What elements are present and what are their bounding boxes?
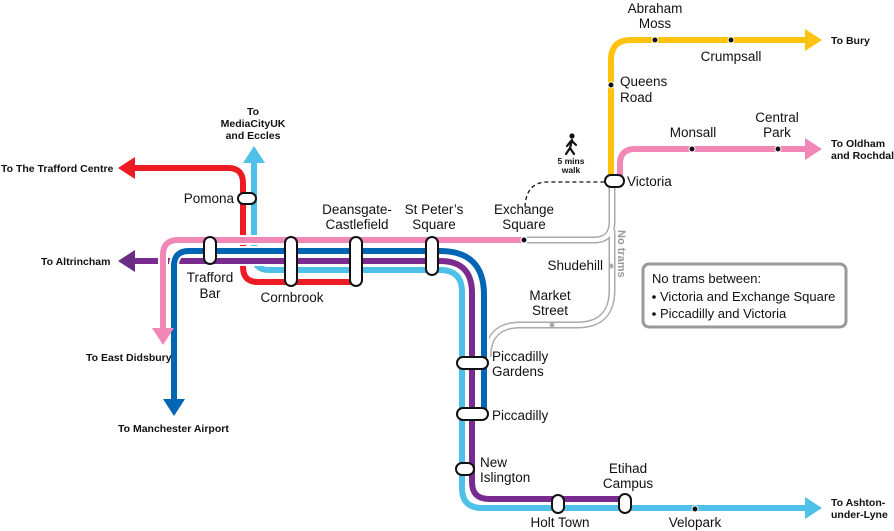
arrow-trafford-centre <box>118 157 135 179</box>
walk-time-label: 5 mins <box>558 156 585 166</box>
arrow-east-didsbury <box>152 328 174 345</box>
station-marker-piccadilly-gardens[interactable] <box>456 356 489 370</box>
station-marker-new-islington[interactable] <box>455 462 475 476</box>
label-abraham-moss: Abraham <box>628 1 683 16</box>
label-pomona: Pomona <box>184 191 235 206</box>
dest-bury: To Bury <box>831 35 870 47</box>
label-queens-road: Road <box>620 90 652 105</box>
label-deansgate: Deansgate- <box>322 202 392 217</box>
stop-exchange-square[interactable] <box>520 236 528 244</box>
station-marker-trafford-bar[interactable] <box>203 236 217 265</box>
interchange-stations <box>203 174 632 514</box>
stop-velopark[interactable] <box>691 505 699 513</box>
label-central-park: Park <box>763 125 791 140</box>
dest-airport: To Manchester Airport <box>118 423 229 435</box>
station-marker-etihad[interactable] <box>618 493 632 514</box>
label-central-park: Central <box>755 110 799 125</box>
dest-altrincham: To Altrincham <box>41 256 110 268</box>
label-velopark: Velopark <box>669 515 722 530</box>
notice-title: No trams between: <box>652 271 761 286</box>
label-etihad: Etihad <box>609 461 647 476</box>
station-marker-st-peters[interactable] <box>425 236 439 276</box>
label-deansgate: Castlefield <box>325 217 388 232</box>
yellow-line <box>608 29 822 181</box>
label-piccadilly-gardens: Gardens <box>492 364 544 379</box>
station-labels: Abraham Moss Crumpsall Queens Road Monsa… <box>184 1 799 530</box>
dest-mediacity: MediaCityUK <box>221 118 286 130</box>
no-trams-segments <box>484 186 616 358</box>
label-piccadilly: Piccadilly <box>492 408 549 423</box>
red-line <box>118 157 356 287</box>
walking-person-icon <box>564 133 578 156</box>
label-victoria: Victoria <box>627 174 672 189</box>
label-piccadilly-gardens: Piccadilly <box>492 349 549 364</box>
label-new-islington: New <box>480 455 507 470</box>
label-st-peters: Square <box>412 217 456 232</box>
stop-abraham-moss[interactable] <box>651 36 659 44</box>
station-marker-victoria[interactable] <box>604 174 625 188</box>
dest-ashton: To Ashton- <box>831 497 886 509</box>
arrow-bury <box>805 29 822 51</box>
arrow-ashton <box>805 497 822 519</box>
stop-crumpsall[interactable] <box>727 36 735 44</box>
stop-monsall[interactable] <box>688 145 696 153</box>
label-cornbrook: Cornbrook <box>260 290 323 305</box>
walk-route-dashed <box>524 181 605 208</box>
label-etihad: Campus <box>603 476 654 491</box>
arrow-oldham <box>805 138 822 160</box>
dest-mediacity: and Eccles <box>226 130 281 142</box>
label-trafford-bar: Trafford <box>187 270 234 285</box>
arrow-mediacity <box>243 146 265 163</box>
station-marker-piccadilly[interactable] <box>456 407 489 421</box>
dest-east-didsbury: To East Didsbury <box>86 352 172 364</box>
purple-line <box>118 250 625 504</box>
no-trams-label: No trams <box>615 230 627 278</box>
arrow-airport <box>163 399 185 416</box>
label-abraham-moss: Moss <box>639 16 672 31</box>
label-new-islington: Islington <box>480 470 530 485</box>
label-exchange-square: Exchange <box>494 202 554 217</box>
label-st-peters: St Peter’s <box>405 202 464 217</box>
stop-central-park[interactable] <box>774 145 782 153</box>
dest-trafford-centre: To The Trafford Centre <box>1 163 114 175</box>
arrow-altrincham <box>118 250 135 272</box>
station-marker-pomona[interactable] <box>237 192 257 205</box>
stop-shudehill[interactable] <box>608 263 614 269</box>
stops <box>520 36 782 513</box>
station-marker-cornbrook[interactable] <box>284 236 298 287</box>
dest-oldham: To Oldham <box>831 138 885 150</box>
label-holt-town: Holt Town <box>530 515 589 530</box>
destination-labels: To The Trafford Centre To MediaCityUK an… <box>1 35 894 521</box>
label-trafford-bar: Bar <box>199 286 221 301</box>
pink-line <box>152 138 822 345</box>
walk-time-label: walk <box>561 165 581 175</box>
label-crumpsall: Crumpsall <box>701 49 762 64</box>
notice-item: Piccadilly and Victoria <box>660 306 787 321</box>
stop-market-street[interactable] <box>549 322 555 328</box>
station-marker-deansgate[interactable] <box>349 236 363 287</box>
dest-mediacity: To <box>247 106 259 118</box>
label-market-street: Street <box>532 303 568 318</box>
station-marker-holt-town[interactable] <box>551 494 565 514</box>
dest-ashton: under-Lyne <box>831 509 888 521</box>
label-monsall: Monsall <box>670 125 717 140</box>
no-trams-notice: No trams between: Victoria and Exchange … <box>641 262 848 329</box>
label-shudehill: Shudehill <box>547 258 603 273</box>
dest-oldham: and Rochdale <box>831 150 894 162</box>
stop-queens-road[interactable] <box>607 81 615 89</box>
label-market-street: Market <box>529 288 571 303</box>
notice-item: Victoria and Exchange Square <box>660 289 835 304</box>
dark-blue-line <box>163 246 489 416</box>
label-queens-road: Queens <box>620 74 668 89</box>
label-exchange-square: Square <box>502 217 546 232</box>
